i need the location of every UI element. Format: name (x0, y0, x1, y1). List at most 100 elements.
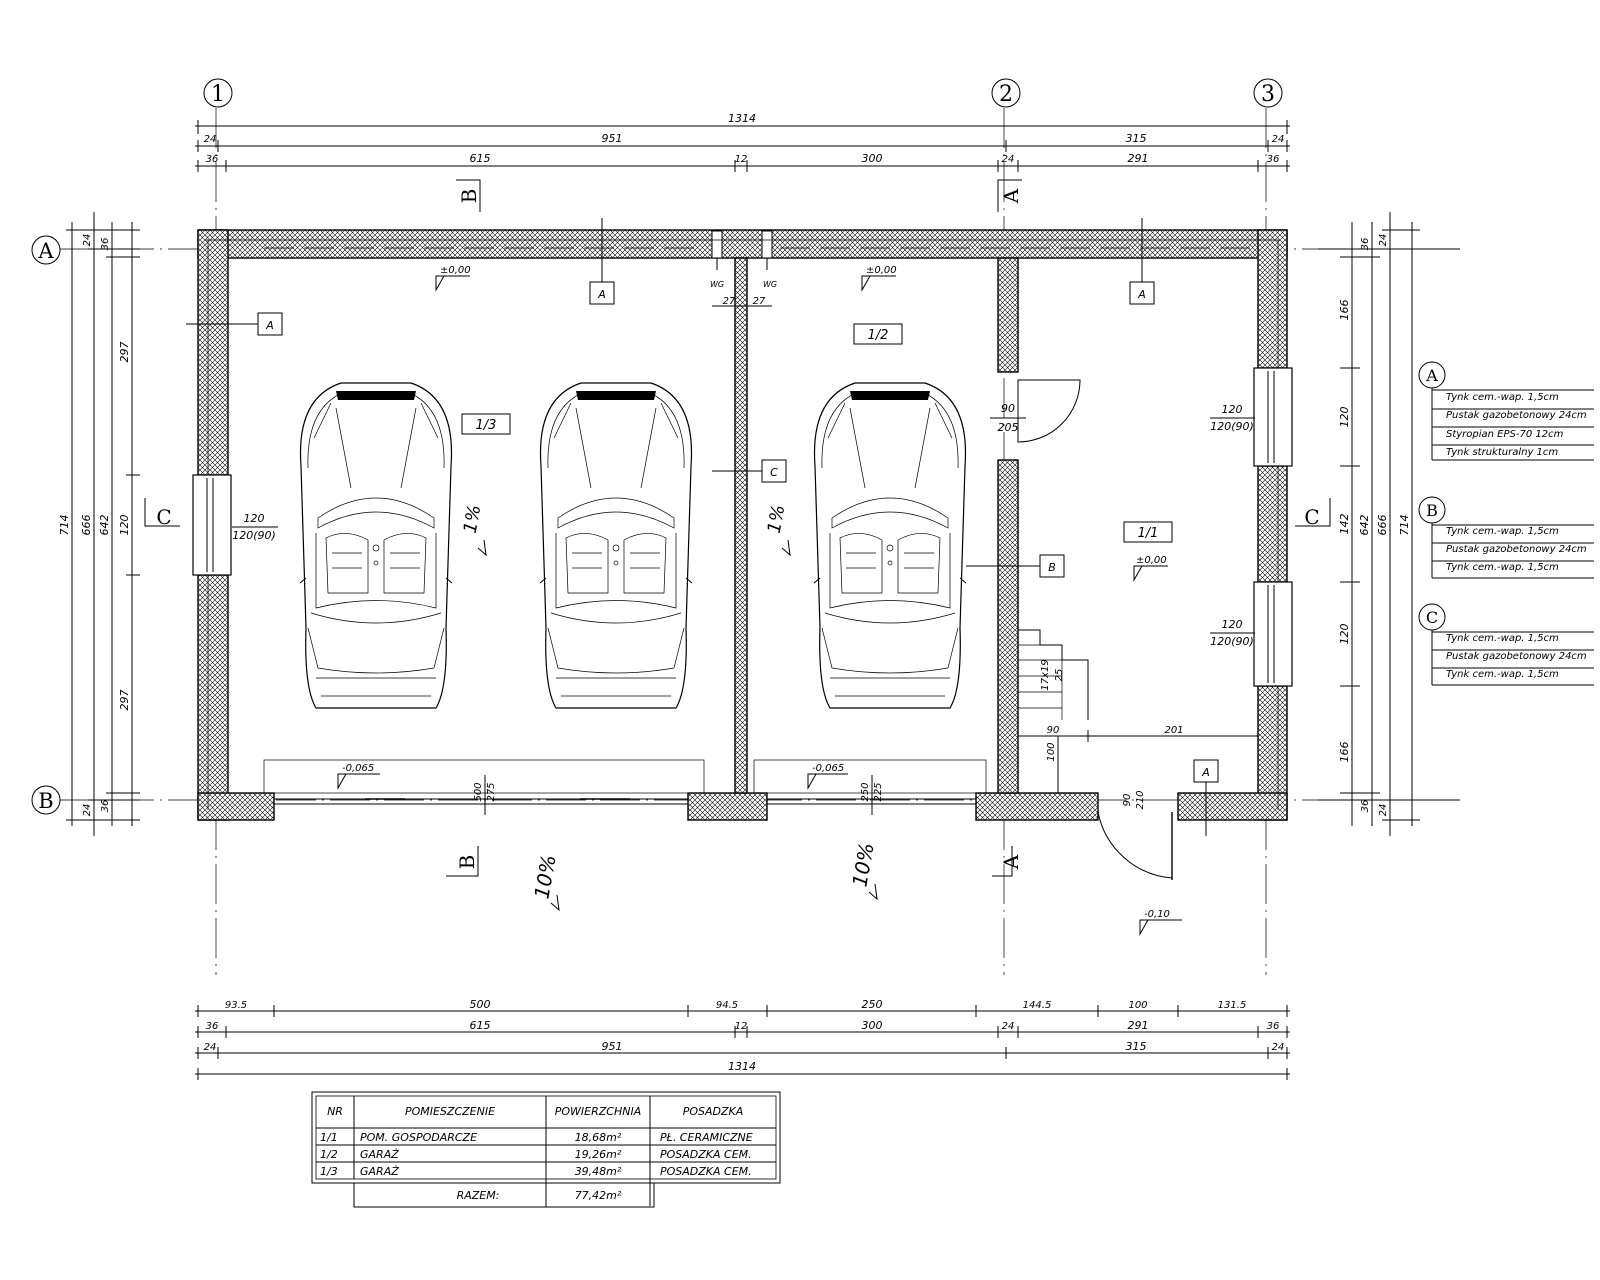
table-row-2-nr: 1/2 (320, 1148, 338, 1161)
dim-left-outer: 714 (58, 515, 71, 536)
legend-b-layer-3: Tynk cem.-wap. 1,5cm (1446, 562, 1559, 573)
dim-top-r3-2: 12 (735, 154, 748, 165)
table-row-2-area: 19,26m² (575, 1148, 622, 1161)
dim-top-r3-0: 36 (206, 154, 219, 165)
section-mark-a-top: A (999, 188, 1023, 204)
axis-bubble-2 (991, 78, 1021, 108)
legend-a-layer-1: Tynk cem.-wap. 1,5cm (1446, 392, 1559, 403)
legend-tag-a: A (1425, 366, 1438, 385)
table-row-3-floor: POSADZKA CEM. (660, 1165, 752, 1178)
slope-garage-2: 1% (764, 503, 790, 535)
dim-bot-r2-5: 291 (1128, 1019, 1149, 1032)
wall-tags: A A A A B C (186, 218, 1219, 836)
axis-label-3: 3 (1261, 82, 1275, 107)
room-labels: 1/3 1/2 1/1 (461, 323, 1173, 543)
dim-left-third: 642 (98, 515, 111, 536)
axis-label-2: 2 (999, 82, 1013, 107)
dim-bot-r1-3: 250 (862, 998, 883, 1011)
dim-bot-r2-4: 24 (1002, 1021, 1015, 1032)
pier-bottom-2 (687, 792, 768, 821)
window-right1-height: 120(90) (1210, 420, 1254, 433)
table-total-value: 77,42m² (575, 1189, 622, 1202)
levels: ±0,00 ±0,00 ±0,00 -0,065 -0,065 -0,10 (337, 265, 1182, 936)
vent-dim-1: 27 (723, 296, 736, 307)
wall-interior-upper (997, 257, 1019, 373)
dim-left-seg-1: 120 (118, 515, 131, 536)
dim-left-top-0: 24 (82, 234, 93, 247)
section-mark-b-bottom: B (455, 855, 479, 870)
table-row-3-nr: 1/3 (320, 1165, 338, 1178)
section-marks: C C B B A A (144, 179, 1331, 877)
door-inner-height: 205 (998, 421, 1019, 434)
dim-right-seg-2: 142 (1338, 514, 1351, 535)
window-right1-width: 120 (1222, 403, 1243, 416)
table-row-2-floor: POSADZKA CEM. (660, 1148, 752, 1161)
gate2-height: 225 (873, 782, 884, 801)
slope-ramp-2: 10% (847, 841, 878, 889)
dim-right-seg-0: 166 (1338, 300, 1351, 321)
top-dimensions: 1314 24 951 315 24 36 615 12 300 24 291 … (195, 112, 1290, 172)
legend-c-layer-2: Pustak gazobetonowy 24cm (1446, 651, 1587, 662)
window-right2-width: 120 (1222, 618, 1243, 631)
dim-bot-r2-0: 36 (206, 1021, 219, 1032)
dim-overall-top: 1314 (728, 112, 756, 125)
axis-bubble-1 (203, 78, 233, 108)
vent-label-2: WG (763, 280, 777, 289)
wall-type-legend: A Tynk cem.-wap. 1,5cm Pustak gazobetono… (1418, 361, 1594, 686)
vents: WG WG 27 27 (710, 258, 777, 307)
stair-dim-100: 100 (1046, 742, 1057, 761)
section-mark-a-bottom: A (999, 854, 1023, 870)
doors: 90 205 90 210 (990, 379, 1173, 880)
wall-tag-bottom: A (1201, 766, 1210, 779)
dim-bot-r3-3: 24 (1272, 1042, 1285, 1053)
table-row-1-nr: 1/1 (320, 1131, 338, 1144)
slope-ramp-1: 10% (529, 853, 560, 901)
section-mark-c-right: C (1304, 505, 1319, 529)
walls (197, 229, 1288, 821)
axis-label-B: B (38, 789, 53, 813)
room-label-1-1: 1/1 (1138, 526, 1159, 541)
table-row-1-area: 18,68m² (575, 1131, 622, 1144)
table-total-label: RAZEM: (457, 1189, 500, 1202)
wall-tag-left: A (265, 319, 274, 332)
window-left-width: 120 (244, 512, 265, 525)
table-row-1-room: POM. GOSPODARCZE (360, 1131, 477, 1144)
bottom-dimensions: 93.5 500 94.5 250 144.5 100 131.5 36 615… (195, 998, 1290, 1080)
level-garage-1: ±0,00 (440, 265, 471, 276)
gates: 500 275 250 225 (263, 759, 987, 815)
stairs: 17x19 25 90 100 201 (1018, 629, 1258, 793)
dim-left-bot-1: 36 (100, 800, 111, 813)
window-right-1 (1253, 367, 1293, 467)
room-label-1-3: 1/3 (476, 418, 497, 433)
legend-a-layer-3: Styropian EPS-70 12cm (1446, 429, 1564, 440)
wall-left-upper (197, 229, 229, 476)
dim-left-seg-0: 297 (118, 342, 131, 363)
dim-top-r2-1: 951 (602, 132, 623, 145)
dim-right-second: 666 (1376, 515, 1389, 536)
legend-tag-b: B (1426, 501, 1438, 520)
pier-bottom-1 (197, 792, 275, 821)
window-right-2 (1253, 581, 1293, 687)
door-outer-width: 90 (1122, 794, 1133, 807)
wall-garage-partition (734, 257, 748, 794)
window-right2-height: 120(90) (1210, 635, 1254, 648)
wall-top (197, 229, 1288, 259)
dim-top-r2-2: 315 (1126, 132, 1147, 145)
dim-bot-r3-1: 951 (602, 1040, 623, 1053)
dim-right-top-0: 36 (1360, 238, 1371, 251)
wall-tag-top-2: A (1137, 288, 1146, 301)
axis-bubble-3 (1253, 78, 1283, 108)
section-mark-b-top: B (457, 189, 481, 204)
car-1 (299, 382, 453, 709)
table-row-2-room: GARAŻ (360, 1148, 399, 1161)
wall-right-mid (1257, 465, 1288, 583)
dim-bot-r2-3: 300 (862, 1019, 883, 1032)
gate1-width: 500 (473, 782, 484, 801)
table-row-1-floor: PŁ. CERAMICZNE (660, 1131, 753, 1144)
stair-dim-90: 90 (1047, 725, 1060, 736)
pier-bottom-4 (1177, 792, 1288, 821)
dim-bot-r1-1: 500 (470, 998, 491, 1011)
stairs-depth: 25 (1054, 669, 1065, 682)
table-row-3-room: GARAŻ (360, 1165, 399, 1178)
wall-tag-top-1: A (597, 288, 606, 301)
